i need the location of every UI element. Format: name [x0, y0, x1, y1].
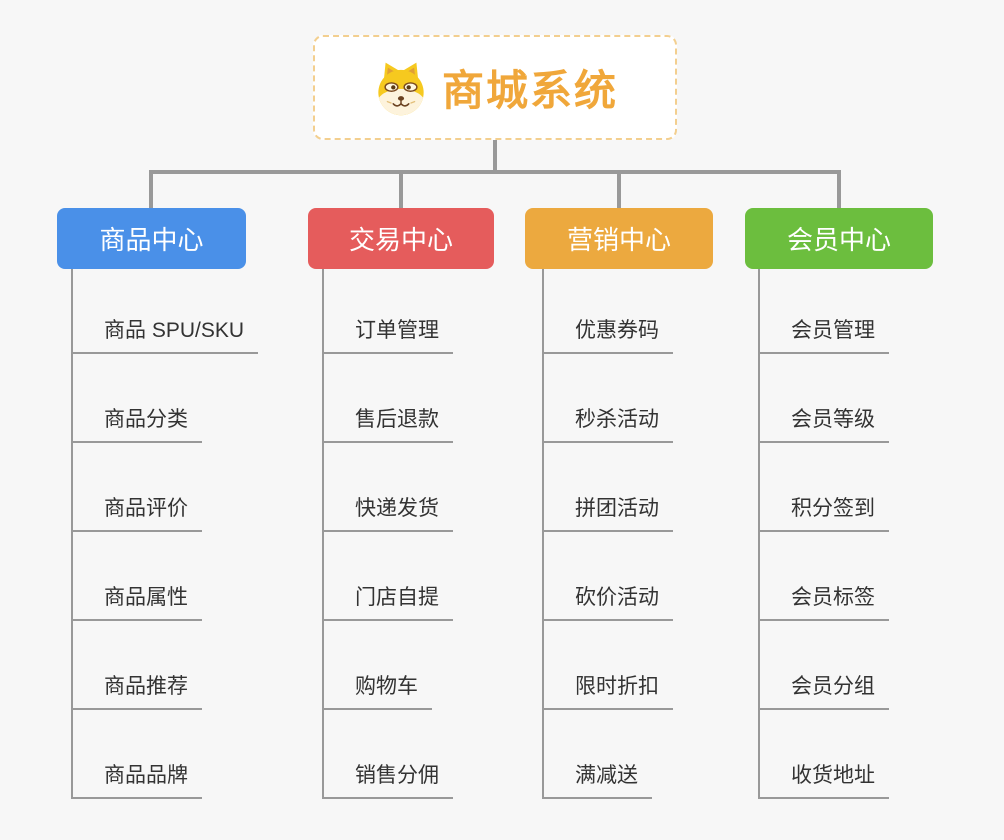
leaf-node[interactable]: 限时折扣 [542, 673, 673, 710]
column-spine-marketing [542, 269, 544, 799]
leaf-node[interactable]: 商品品牌 [71, 762, 202, 799]
branch-header-marketing[interactable]: 营销中心 [525, 208, 713, 269]
leaf-node[interactable]: 优惠券码 [542, 317, 673, 354]
leaf-node[interactable]: 会员管理 [758, 317, 889, 354]
leaf-node[interactable]: 商品 SPU/SKU [71, 317, 259, 354]
leaf-node[interactable]: 秒杀活动 [542, 406, 673, 443]
leaf-node[interactable]: 售后退款 [322, 406, 453, 443]
stem-connector-product [149, 170, 153, 208]
leaf-node[interactable]: 拼团活动 [542, 495, 673, 532]
leaf-node[interactable]: 积分签到 [758, 495, 889, 532]
root-stem-connector [493, 140, 497, 174]
branch-header-product[interactable]: 商品中心 [57, 208, 246, 269]
leaf-node[interactable]: 订单管理 [322, 317, 453, 354]
leaf-node[interactable]: 会员等级 [758, 406, 889, 443]
branch-rail-connector [149, 170, 841, 174]
stem-connector-member [837, 170, 841, 208]
stem-connector-trade [399, 170, 403, 208]
column-spine-product [71, 269, 73, 799]
leaf-node[interactable]: 商品评价 [71, 495, 202, 532]
shiba-dog-icon [378, 62, 424, 115]
leaf-node[interactable]: 收货地址 [758, 762, 889, 799]
leaf-node[interactable]: 会员标签 [758, 584, 889, 621]
column-spine-member [758, 269, 760, 799]
leaf-node[interactable]: 会员分组 [758, 673, 889, 710]
column-spine-trade [322, 269, 324, 799]
leaf-node[interactable]: 购物车 [322, 673, 432, 710]
leaf-node[interactable]: 满减送 [542, 762, 652, 799]
leaf-node[interactable]: 商品分类 [71, 406, 202, 443]
stem-connector-marketing [617, 170, 621, 208]
leaf-node[interactable]: 商品推荐 [71, 673, 202, 710]
leaf-node[interactable]: 商品属性 [71, 584, 202, 621]
branch-header-member[interactable]: 会员中心 [745, 208, 933, 269]
leaf-node[interactable]: 快递发货 [322, 495, 453, 532]
root-title: 商城系统 [441, 67, 618, 114]
branch-header-trade[interactable]: 交易中心 [308, 208, 494, 269]
leaf-node[interactable]: 销售分佣 [322, 762, 453, 799]
leaf-node[interactable]: 砍价活动 [542, 584, 673, 621]
leaf-node[interactable]: 门店自提 [322, 584, 453, 621]
root-node[interactable]: 商城系统 [313, 35, 677, 140]
